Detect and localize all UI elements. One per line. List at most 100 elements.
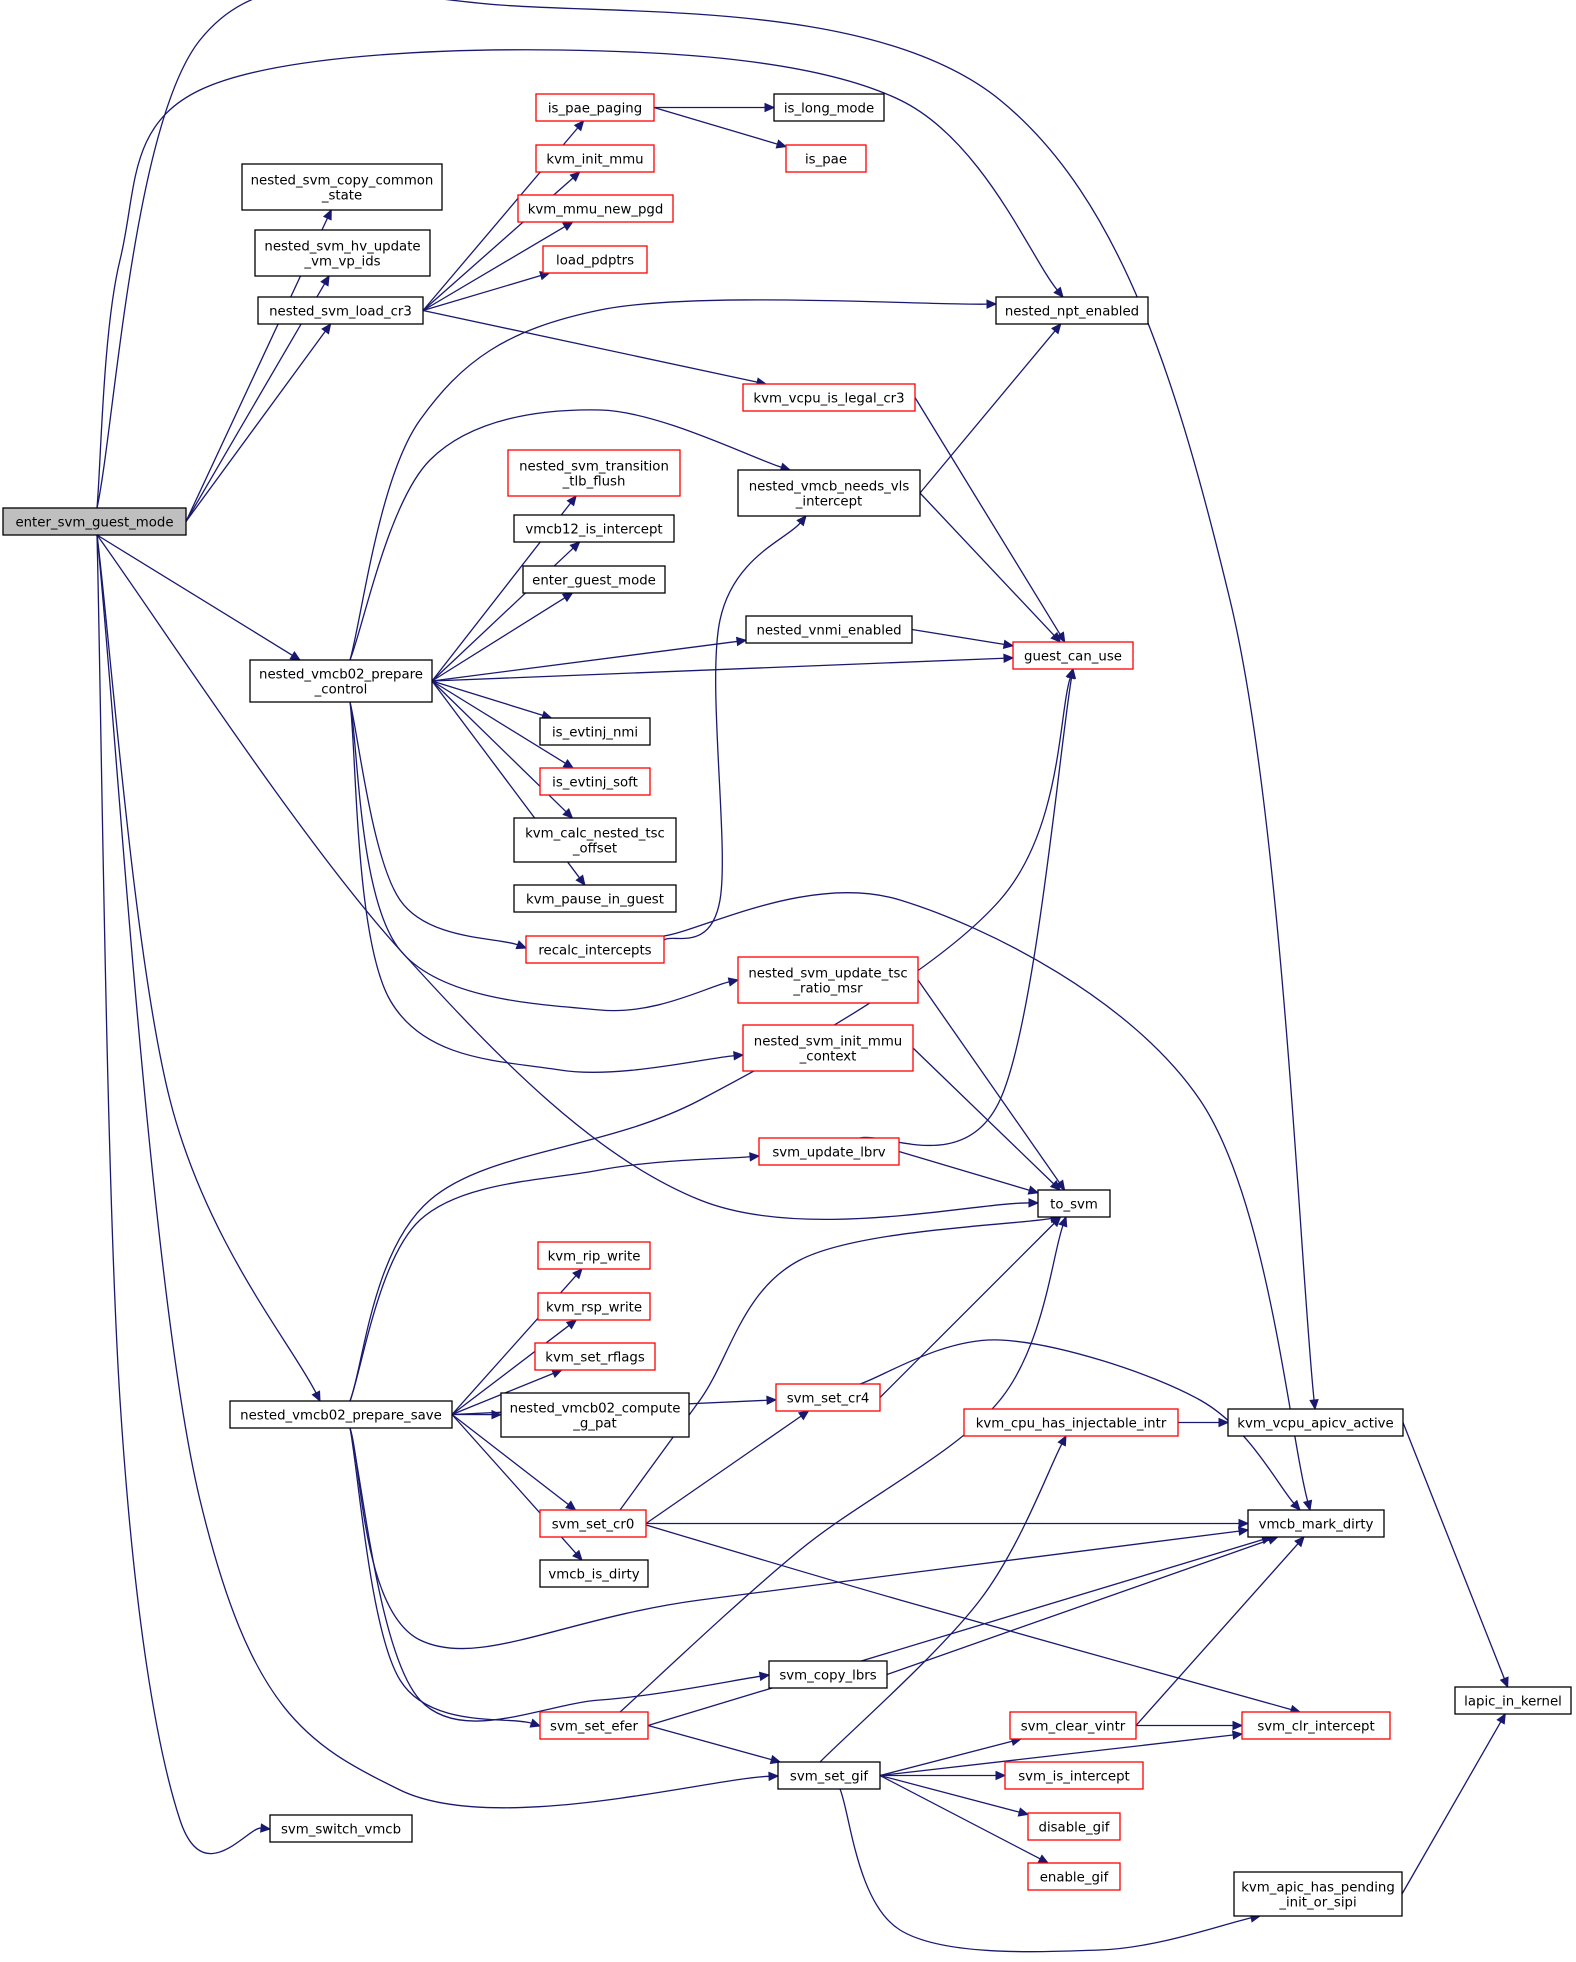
node-nested-vmcb02-prepare-control[interactable]: nested_vmcb02_prepare_control (249, 659, 433, 703)
node-disable-gif[interactable]: disable_gif (1027, 1812, 1121, 1841)
node-svm-switch-vmcb[interactable]: svm_switch_vmcb (269, 1814, 413, 1843)
node-box (517, 194, 674, 223)
node-box (737, 469, 921, 517)
node-lapic-in-kernel[interactable]: lapic_in_kernel (1454, 1686, 1572, 1715)
node-is-evtinj-nmi[interactable]: is_evtinj_nmi (539, 717, 651, 746)
node-svm-copy-lbrs[interactable]: svm_copy_lbrs (768, 1660, 888, 1689)
node-box (963, 1408, 1179, 1437)
node-nested-vmcb-needs-vls-intercept[interactable]: nested_vmcb_needs_vls_intercept (737, 469, 921, 517)
node-label: nested_vmcb_needs_vls (749, 480, 910, 495)
node-box (539, 1559, 649, 1588)
node-svm-set-cr0[interactable]: svm_set_cr0 (539, 1509, 647, 1538)
edge-enter-svm-guest-mode-to-to-svm (96, 534, 1040, 1221)
edge-svm-set-cr4-to-to-svm (879, 1216, 1062, 1398)
node-label: nested_vmcb02_prepare_save (240, 1409, 442, 1424)
node-enter-svm-guest-mode[interactable]: enter_svm_guest_mode (2, 507, 187, 536)
node-to-svm[interactable]: to_svm (1037, 1189, 1111, 1218)
node-svm-clr-intercept[interactable]: svm_clr_intercept (1241, 1711, 1391, 1740)
edge-nested-vmcb02-prepare-control-to-nested-svm-update-tsc-ratio-msr (349, 701, 740, 1012)
edge-nested-vmcb02-prepare-save-to-svm-update-lbrv (349, 1152, 761, 1402)
edge-nested-vmcb02-prepare-save-to-svm-copy-lbrs (349, 1427, 771, 1722)
node-label: kvm_init_mmu (546, 153, 643, 168)
node-kvm-mmu-new-pgd[interactable]: kvm_mmu_new_pgd (517, 194, 674, 223)
node-label: nested_vmcb02_prepare (259, 668, 423, 683)
node-nested-vmcb02-prepare-save[interactable]: nested_vmcb02_prepare_save (229, 1400, 453, 1429)
node-box (758, 1137, 900, 1166)
node-is-pae[interactable]: is_pae (785, 144, 867, 173)
node-guest-can-use[interactable]: guest_can_use (1012, 641, 1134, 670)
node-box (229, 1400, 453, 1429)
node-svm-set-efer[interactable]: svm_set_efer (539, 1711, 649, 1740)
node-enter-guest-mode[interactable]: enter_guest_mode (522, 565, 666, 594)
node-kvm-calc-nested-tsc-offset[interactable]: kvm_calc_nested_tsc_offset (513, 817, 677, 863)
node-box (995, 296, 1149, 325)
node-svm-clear-vintr[interactable]: svm_clear_vintr (1009, 1711, 1137, 1740)
node-kvm-apic-has-pending-init-or-sipi[interactable]: kvm_apic_has_pending_init_or_sipi (1233, 1871, 1403, 1917)
node-svm-set-cr4[interactable]: svm_set_cr4 (775, 1383, 881, 1412)
node-box (2, 507, 187, 536)
node-recalc-intercepts[interactable]: recalc_intercepts (525, 935, 665, 964)
node-label: nested_svm_init_mmu (754, 1035, 902, 1050)
node-box (513, 817, 677, 863)
node-vmcb-mark-dirty[interactable]: vmcb_mark_dirty (1247, 1509, 1385, 1538)
edge-svm-set-gif-to-svm-clr-intercept (879, 1730, 1244, 1777)
node-nested-svm-hv-update-vm-vp-ids[interactable]: nested_svm_hv_update_vm_vp_ids (254, 229, 431, 277)
node-nested-svm-transition-tlb-flush[interactable]: nested_svm_transition_tlb_flush (507, 449, 681, 497)
edge-svm-set-cr0-to-svm-clr-intercept (645, 1524, 1302, 1715)
node-label: vmcb_is_dirty (548, 1568, 639, 1583)
node-nested-svm-update-tsc-ratio-msr[interactable]: nested_svm_update_tsc_ratio_msr (737, 956, 919, 1004)
node-nested-npt-enabled[interactable]: nested_npt_enabled (995, 296, 1149, 325)
node-box (1009, 1711, 1137, 1740)
node-nested-svm-load-cr3[interactable]: nested_svm_load_cr3 (257, 296, 424, 325)
node-box (542, 245, 648, 274)
node-nested-svm-copy-common-state[interactable]: nested_svm_copy_common_state (241, 163, 443, 211)
node-label: is_pae_paging (548, 102, 642, 117)
node-svm-set-gif[interactable]: svm_set_gif (777, 1761, 881, 1790)
edge-recalc-intercepts-to-nested-vmcb-needs-vls-intercept (663, 515, 807, 941)
node-nested-svm-init-mmu-context[interactable]: nested_svm_init_mmu_context (742, 1024, 914, 1072)
node-label: kvm_rsp_write (546, 1301, 642, 1316)
edge-svm-set-cr0-to-vmcb-mark-dirty (646, 1518, 1250, 1529)
node-label: enter_svm_guest_mode (15, 516, 173, 531)
node-kvm-pause-in-guest[interactable]: kvm_pause_in_guest (513, 884, 677, 913)
edge-svm-clear-vintr-to-vmcb-mark-dirty (1135, 1536, 1305, 1726)
node-label: kvm_apic_has_pending (1241, 1881, 1395, 1896)
edge-svm-set-efer-to-svm-set-gif (647, 1724, 782, 1765)
node-kvm-init-mmu[interactable]: kvm_init_mmu (535, 144, 655, 173)
node-label: _init_or_sipi (1278, 1896, 1356, 1911)
node-kvm-cpu-has-injectable-intr[interactable]: kvm_cpu_has_injectable_intr (963, 1408, 1179, 1437)
node-label: to_svm (1050, 1198, 1098, 1213)
node-nested-vmcb02-compute-g-pat[interactable]: nested_vmcb02_compute_g_pat (500, 1392, 690, 1438)
node-kvm-rip-write[interactable]: kvm_rip_write (537, 1241, 651, 1270)
node-kvm-vcpu-is-legal-cr3[interactable]: kvm_vcpu_is_legal_cr3 (742, 383, 916, 412)
edge-svm-update-lbrv-to-guest-can-use (859, 667, 1077, 1147)
node-label: kvm_mmu_new_pgd (528, 203, 664, 218)
edge-nested-vmcb02-prepare-save-to-svm-set-cr0 (451, 1413, 577, 1511)
node-label: _state (321, 189, 362, 204)
node-nested-vnmi-enabled[interactable]: nested_vnmi_enabled (745, 615, 913, 644)
node-box (1004, 1761, 1144, 1790)
node-kvm-rsp-write[interactable]: kvm_rsp_write (537, 1292, 651, 1321)
node-box (269, 1814, 413, 1843)
edge-is-pae-paging-to-is-pae (653, 106, 788, 149)
node-svm-update-lbrv[interactable]: svm_update_lbrv (758, 1137, 900, 1166)
node-svm-is-intercept[interactable]: svm_is_intercept (1004, 1761, 1144, 1790)
node-box (507, 449, 681, 497)
edge-enter-svm-guest-mode-to-svm-set-gif (96, 534, 780, 1809)
node-vmcb12-is-intercept[interactable]: vmcb12_is_intercept (513, 514, 675, 543)
node-box (539, 767, 651, 796)
node-enable-gif[interactable]: enable_gif (1027, 1862, 1121, 1891)
node-is-evtinj-soft[interactable]: is_evtinj_soft (539, 767, 651, 796)
edge-kvm-cpu-has-injectable-intr-to-kvm-vcpu-apicv-active (1178, 1417, 1230, 1428)
node-label: svm_set_cr4 (787, 1392, 870, 1407)
edge-svm-set-cr0-to-svm-set-cr4 (645, 1410, 810, 1525)
node-is-long-mode[interactable]: is_long_mode (773, 93, 885, 122)
node-kvm-set-rflags[interactable]: kvm_set_rflags (534, 1342, 656, 1371)
node-label: svm_update_lbrv (772, 1146, 885, 1161)
node-label: is_evtinj_soft (552, 776, 638, 791)
edge-svm-set-gif-to-disable-gif (879, 1774, 1030, 1817)
node-is-pae-paging[interactable]: is_pae_paging (535, 93, 655, 122)
node-kvm-vcpu-apicv-active[interactable]: kvm_vcpu_apicv_active (1227, 1408, 1404, 1437)
node-vmcb-is-dirty[interactable]: vmcb_is_dirty (539, 1559, 649, 1588)
node-load-pdptrs[interactable]: load_pdptrs (542, 245, 648, 274)
